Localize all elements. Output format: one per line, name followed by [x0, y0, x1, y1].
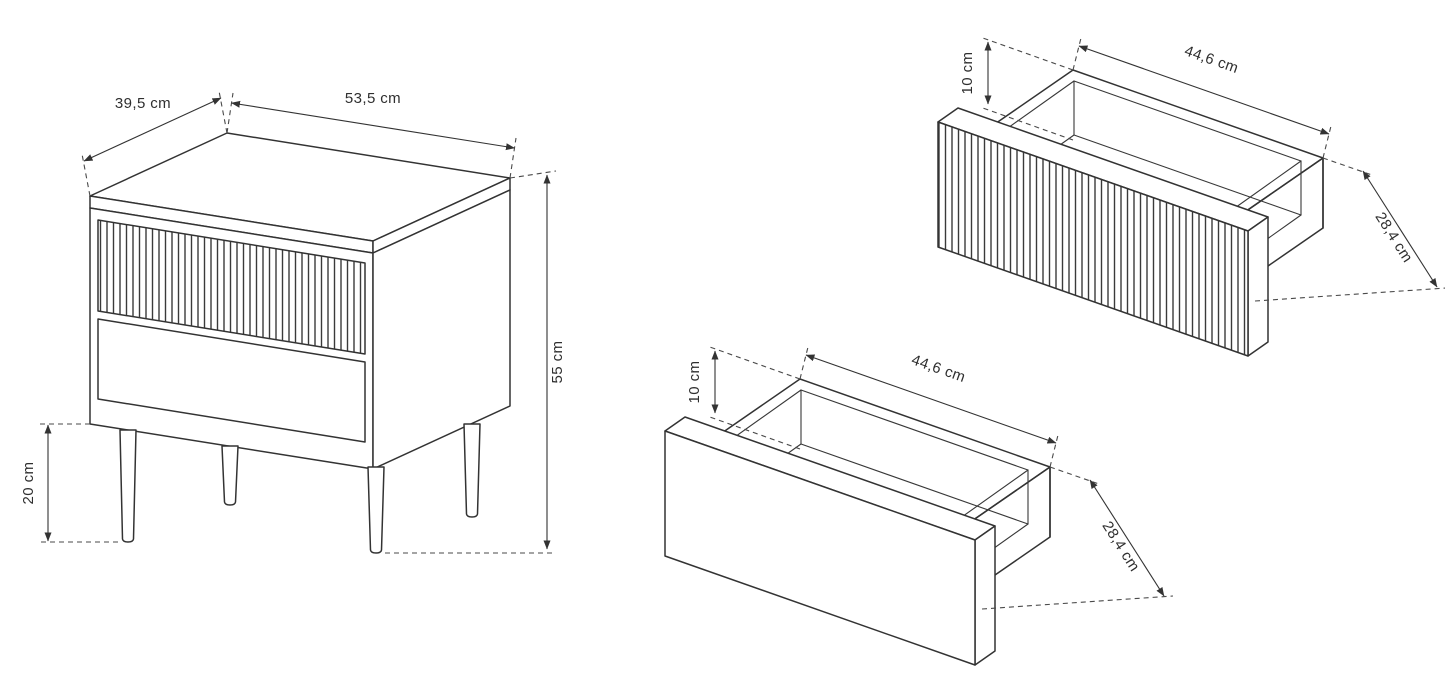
edge-line: [1072, 69, 1324, 159]
dimension-line: [83, 97, 222, 162]
extension-line: [706, 345, 801, 380]
plain-drawer-width-label: 44,6 cm: [909, 351, 968, 386]
nightstand-fluted-drawer-front: [97, 219, 366, 355]
fluted-drawer-front-panel: [937, 107, 1269, 357]
fluted-drawer-figure: 10 cm 44,6 cm 28,4 cm: [937, 36, 1445, 357]
nightstand-width-dimension: 53,5 cm: [226, 90, 517, 179]
fluted-drawer-width-label: 44,6 cm: [1182, 42, 1241, 77]
plain-drawer-height-label: 10 cm: [686, 361, 703, 404]
dimension-line: [1089, 479, 1165, 597]
nightstand-figure: 39,5 cm 53,5 cm 55 cm 20 cm: [20, 90, 566, 554]
fluted-drawer-height-dimension: 10 cm: [959, 36, 1074, 141]
nightstand-height-dimension: 55 cm: [385, 170, 566, 554]
panel-front-face-fluted: [937, 121, 1249, 357]
extension-line: [979, 106, 1074, 141]
nightstand-depth-dimension: 39,5 cm: [81, 90, 228, 197]
nightstand-width-label: 53,5 cm: [345, 90, 401, 107]
dimension-line: [805, 354, 1057, 444]
extension-line: [1322, 157, 1373, 176]
edge-line: [800, 389, 1029, 471]
fluted-drawer-width-dimension: 44,6 cm: [1072, 37, 1332, 159]
extension-line: [1254, 287, 1445, 302]
extension-line: [979, 36, 1074, 71]
plain-drawer-figure: 10 cm 44,6 cm 28,4 cm: [664, 345, 1174, 666]
nightstand-side-face: [372, 189, 511, 470]
edge-line: [1073, 134, 1302, 216]
extension-line: [509, 170, 557, 179]
nightstand-height-label: 55 cm: [549, 341, 566, 384]
nightstand-leg-height-label: 20 cm: [20, 462, 37, 505]
fluted-drawer-height-label: 10 cm: [959, 52, 976, 95]
plain-drawer-height-dimension: 10 cm: [686, 345, 801, 450]
plain-drawer-depth-label: 28,4 cm: [1099, 518, 1144, 575]
panel-right-strip: [1247, 216, 1269, 357]
nightstand-leg-back-right: [463, 423, 481, 518]
extension-line: [1049, 466, 1100, 485]
nightstand-leg-front-left: [119, 429, 137, 543]
panel-front-face: [664, 430, 976, 666]
fluted-drawer-depth-label: 28,4 cm: [1372, 209, 1417, 266]
extension-line: [81, 153, 91, 197]
edge-line: [800, 443, 1029, 525]
panel-right-strip: [974, 525, 996, 666]
extension-line: [1072, 37, 1082, 71]
nightstand-depth-label: 39,5 cm: [115, 95, 171, 112]
extension-line: [1322, 125, 1332, 159]
extension-line: [226, 92, 234, 134]
extension-line: [509, 137, 517, 179]
dimension-line: [1362, 170, 1438, 288]
dimension-line: [1078, 45, 1330, 135]
nightstand-leg-height-dimension: 20 cm: [20, 423, 118, 543]
extension-line: [218, 90, 228, 134]
nightstand-lower-drawer-front: [97, 318, 366, 443]
nightstand-leg-back-left: [221, 445, 239, 506]
extension-line: [706, 415, 801, 450]
edge-line: [1073, 80, 1302, 162]
plain-drawer-front-panel: [664, 416, 996, 666]
plain-drawer-width-dimension: 44,6 cm: [799, 346, 1059, 468]
nightstand-leg-front-right: [367, 466, 385, 554]
dimension-line: [231, 100, 515, 151]
edge-line: [799, 378, 1051, 468]
extension-line: [1049, 434, 1059, 468]
extension-line: [981, 595, 1174, 610]
extension-line: [799, 346, 809, 380]
